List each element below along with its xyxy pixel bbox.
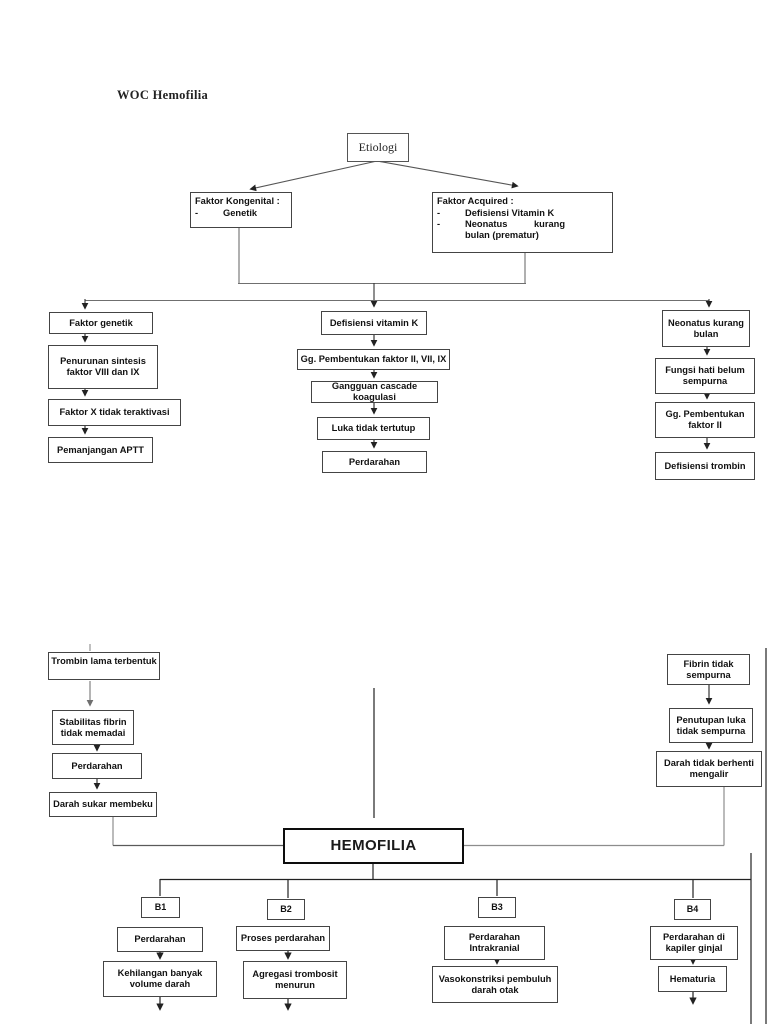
node-perdarahan-mid: Perdarahan <box>322 451 427 473</box>
node-etiologi: Etiologi <box>347 133 409 162</box>
node-stabilitas-fibrin: Stabilitas fibrin tidak memadai <box>52 710 134 745</box>
node-faktor-kongenital: Faktor Kongenital : - Genetik <box>190 192 292 228</box>
node-b2-proses-perdarahan: Proses perdarahan <box>236 926 330 951</box>
node-faktor-acquired: Faktor Acquired : - Defisiensi Vitamin K… <box>432 192 613 253</box>
bullet-dash: - <box>195 207 199 218</box>
node-darah-tidak-berhenti: Darah tidak berhenti mengalir <box>656 751 762 787</box>
node-penurunan-sintesis: Penurunan sintesis faktor VIII dan IX <box>48 345 158 389</box>
node-gg-pembentukan-faktor-2: Gg. Pembentukan faktor II <box>655 402 755 438</box>
node-b4: B4 <box>674 899 711 920</box>
node-perdarahan-left: Perdarahan <box>52 753 142 779</box>
node-b1-kehilangan-volume-darah: Kehilangan banyak volume darah <box>103 961 217 997</box>
node-faktor-kongenital-title: Faktor Kongenital : <box>195 196 280 206</box>
node-defisiensi-vitamin-k: Defisiensi vitamin K <box>321 311 427 335</box>
page-title: WOC Hemofilia <box>117 88 209 102</box>
node-faktor-genetik: Faktor genetik <box>49 312 153 334</box>
node-gangguan-cascade-koagulasi: Gangguan cascade koagulasi <box>311 381 438 403</box>
node-b3: B3 <box>478 897 516 918</box>
node-faktor-x-tidak-teraktivasi: Faktor X tidak teraktivasi <box>48 399 181 426</box>
node-trombin-lama-terbentuk: Trombin lama terbentuk <box>48 652 160 680</box>
node-b2-agregasi-trombosit: Agregasi trombosit menurun <box>243 961 347 999</box>
node-b3-vasokonstriksi: Vasokonstriksi pembuluh darah otak <box>432 966 558 1003</box>
node-fibrin-tidak-sempurna: Fibrin tidak sempurna <box>667 654 750 685</box>
node-faktor-kongenital-item: - Genetik <box>195 207 258 218</box>
node-luka-tidak-tertutup: Luka tidak tertutup <box>317 417 430 440</box>
node-b2: B2 <box>267 899 305 920</box>
node-defisiensi-trombin: Defisiensi trombin <box>655 452 755 480</box>
node-b1-perdarahan: Perdarahan <box>117 927 203 952</box>
node-hemofilia: HEMOFILIA <box>283 828 464 864</box>
node-darah-sukar-membeku: Darah sukar membeku <box>49 792 157 817</box>
bullet-dash: - <box>437 218 441 229</box>
node-fungsi-hati-belum-sempurna: Fungsi hati belum sempurna <box>655 358 755 394</box>
node-b3-perdarahan-intrakranial: Perdarahan Intrakranial <box>444 926 545 960</box>
node-faktor-acquired-item1: - Defisiensi Vitamin K <box>437 207 555 218</box>
node-faktor-acquired-title: Faktor Acquired : <box>437 196 514 206</box>
node-b4-perdarahan-kapiler-ginjal: Perdarahan di kapiler ginjal <box>650 926 738 960</box>
node-b1: B1 <box>141 897 180 918</box>
node-penutupan-luka: Penutupan luka tidak sempurna <box>669 708 753 743</box>
node-gg-pembentukan-faktor-2-7-9: Gg. Pembentukan faktor II, VII, IX <box>297 349 450 370</box>
node-faktor-acquired-item2: - Neonatus kurang bulan (prematur) <box>437 218 565 240</box>
node-neonatus-kurang-bulan: Neonatus kurang bulan <box>662 310 750 347</box>
node-b4-hematuria: Hematuria <box>658 966 727 992</box>
bullet-dash: - <box>437 207 441 218</box>
node-pemanjangan-aptt: Pemanjangan APTT <box>48 437 153 463</box>
